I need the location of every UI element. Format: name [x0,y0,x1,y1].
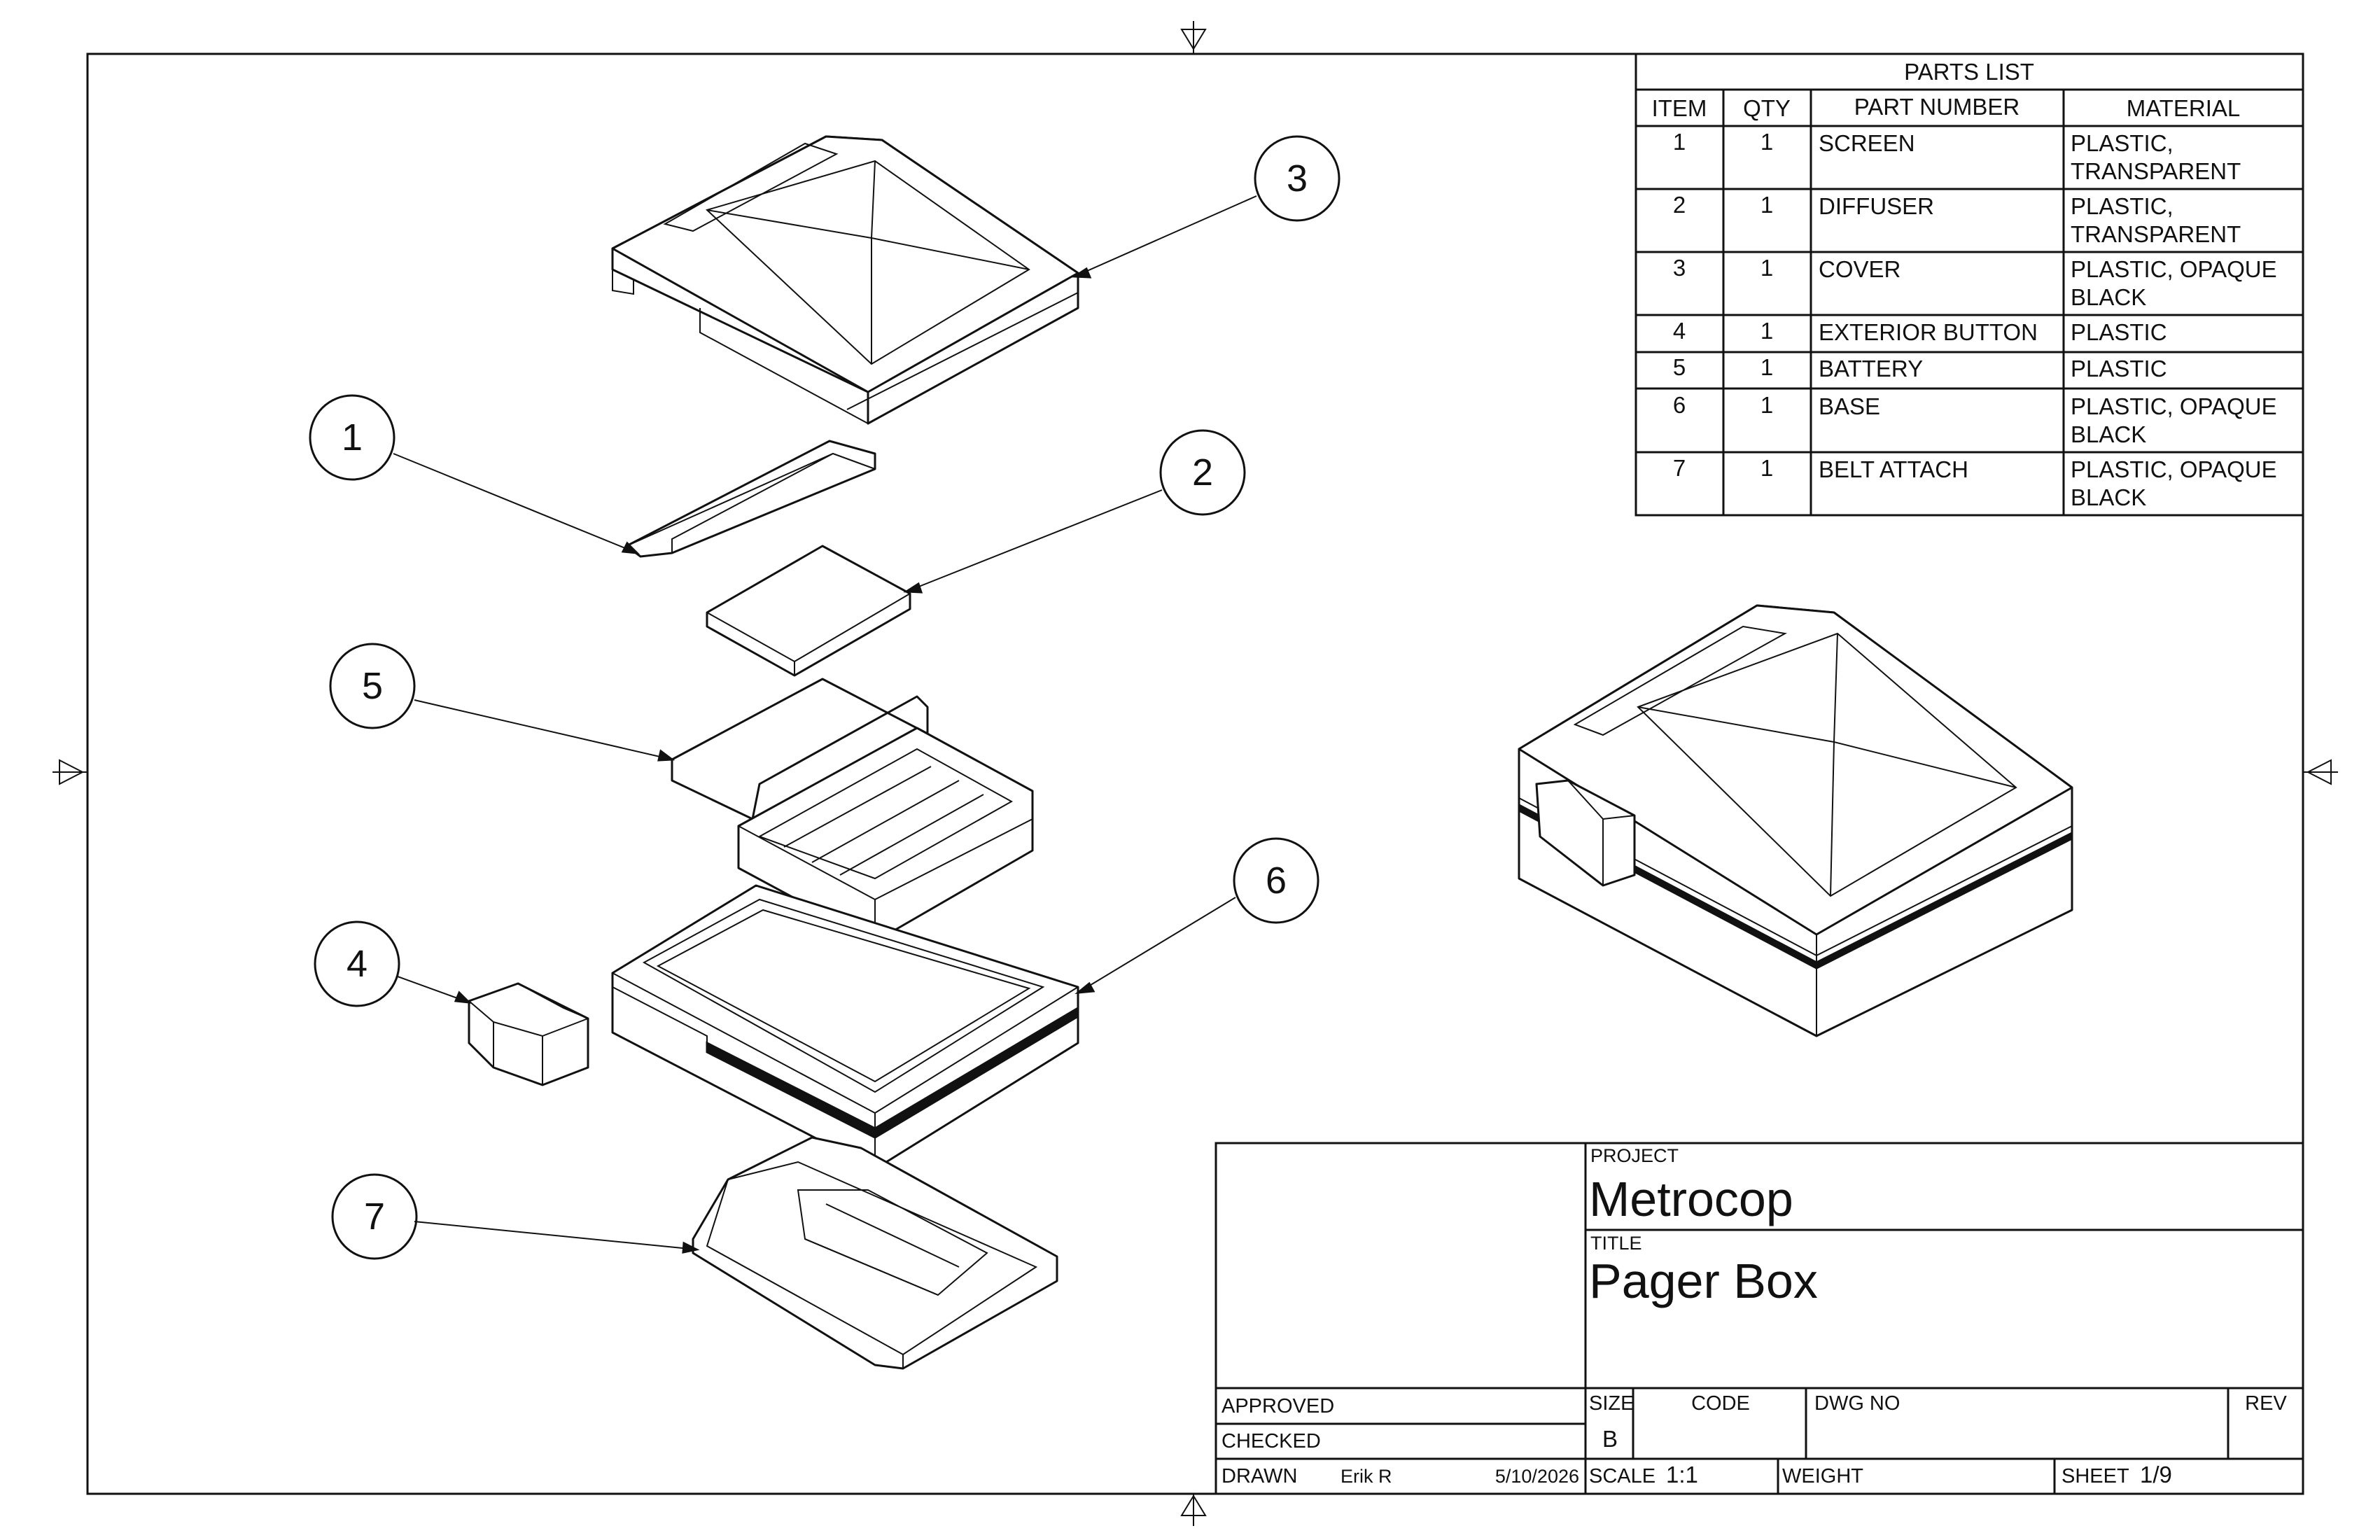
code-label: CODE [1691,1392,1750,1415]
balloon-1: 1 [309,394,640,554]
centering-mark-left [52,759,88,785]
balloon-2-label: 2 [1192,451,1213,493]
scale-value: 1:1 [1666,1462,1698,1488]
parts-row-part: SCREEN [1819,130,1915,156]
parts-row-qty: 1 [1760,392,1773,418]
drawing-border [86,52,2304,1495]
parts-row-qty: 1 [1760,129,1773,155]
project-name: Metrocop [1589,1172,1793,1226]
parts-row-item: 1 [1673,129,1686,155]
balloon-5: 5 [329,643,676,762]
parts-row-item: 4 [1673,318,1686,344]
approved-label: APPROVED [1222,1395,1334,1418]
parts-row-part: BASE [1819,393,1880,419]
parts-row-qty: 1 [1760,192,1773,218]
part-screen-drawing [625,440,876,558]
parts-row-qty: 1 [1760,318,1773,344]
parts-row-qty: 1 [1760,455,1773,481]
weight-label: WEIGHT [1782,1465,1863,1488]
balloon-3: 3 [1071,135,1340,279]
part-diffuser-drawing [706,545,911,677]
parts-row-part: BATTERY [1819,356,1923,382]
title-block: PROJECT Metrocop TITLE Pager Box APPROVE… [1214,1142,2304,1495]
centering-mark-bottom [1180,1494,1207,1526]
rev-label: REV [2245,1392,2287,1415]
balloon-6-label: 6 [1266,860,1287,902]
parts-list-table: PARTS LIST ITEM QTY PART NUMBER MATERIAL… [1634,52,2304,517]
parts-row-material: BLACK [2071,484,2146,510]
parts-row-material: PLASTIC, [2071,130,2174,156]
drawn-date: 5/10/2026 [1495,1466,1579,1487]
sheet-label: SHEET [2062,1465,2129,1488]
parts-row-material: PLASTIC, [2071,193,2174,219]
parts-row-qty: 1 [1760,255,1773,281]
part-belt-attach-drawing [692,1136,1058,1370]
parts-row-part: DIFFUSER [1819,193,1934,219]
drawn-by: Erik R [1340,1466,1392,1487]
parts-row-part: COVER [1819,256,1900,282]
balloon-7: 7 [331,1173,700,1260]
parts-list-header-part-number: PART NUMBER [1854,94,2020,120]
parts-row-part: BELT ATTACH [1819,456,1968,482]
parts-row-item: 2 [1673,192,1686,218]
parts-row-material: PLASTIC, OPAQUE [2071,456,2277,482]
parts-list-header-material: MATERIAL [2127,95,2241,121]
parts-row-item: 7 [1673,455,1686,481]
parts-row-item: 5 [1673,354,1686,380]
centering-mark-top [1180,21,1207,54]
parts-list-title: PARTS LIST [1904,59,2034,85]
parts-row-material: BLACK [2071,284,2146,310]
balloon-1-label: 1 [342,416,363,458]
size-value: B [1602,1426,1618,1452]
part-battery-drawing [671,678,1034,943]
parts-row-material: PLASTIC, OPAQUE [2071,256,2277,282]
balloon-4: 4 [314,920,472,1007]
parts-row-qty: 1 [1760,354,1773,380]
dwg-no-label: DWG NO [1814,1392,1900,1415]
title-label: TITLE [1590,1233,1642,1254]
balloon-2: 2 [903,429,1246,594]
parts-list-header-item: ITEM [1652,95,1707,121]
drawn-label: DRAWN [1222,1465,1297,1488]
drawing-title: Pager Box [1589,1254,1818,1308]
centering-mark-right [2303,759,2338,785]
parts-row-material: PLASTIC, OPAQUE [2071,393,2277,419]
parts-row-material: PLASTIC [2071,319,2167,345]
checked-label: CHECKED [1222,1430,1321,1452]
part-exterior-button-drawing [468,982,589,1086]
scale-label: SCALE [1589,1465,1656,1488]
project-label: PROJECT [1590,1145,1679,1166]
parts-row-material: PLASTIC [2071,356,2167,382]
sheet-value: 1/9 [2140,1462,2172,1488]
balloon-3-label: 3 [1287,158,1308,200]
parts-row-item: 3 [1673,255,1686,281]
balloon-7-label: 7 [364,1196,385,1238]
parts-row-material: TRANSPARENT [2071,158,2241,184]
balloon-4-label: 4 [346,943,368,985]
part-base-drawing [611,884,1079,1170]
balloon-6: 6 [1074,837,1320,994]
part-cover-drawing [611,135,1079,425]
parts-row-part: EXTERIOR BUTTON [1819,319,2038,345]
parts-list-header-qty: QTY [1743,95,1791,121]
assembled-view-drawing [1518,604,2073,1037]
size-label: SIZE [1589,1392,1634,1415]
balloon-5-label: 5 [362,665,383,707]
parts-row-material: BLACK [2071,421,2146,447]
parts-row-material: TRANSPARENT [2071,221,2241,247]
parts-row-item: 6 [1673,392,1686,418]
